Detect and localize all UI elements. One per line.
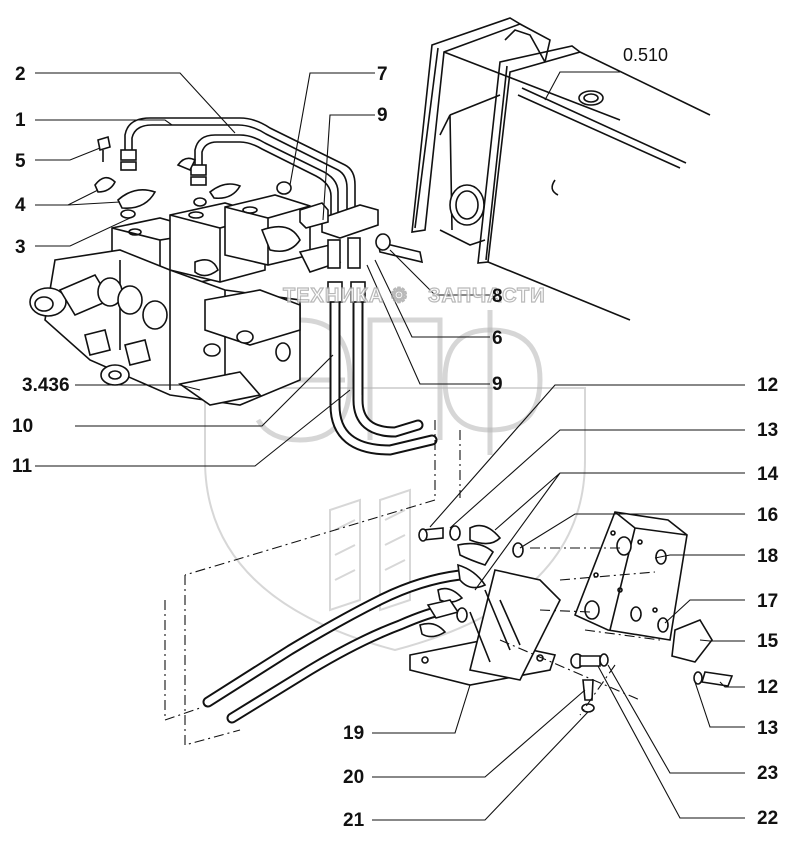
callout-10[interactable]: 10	[12, 416, 33, 437]
hoses-10-11	[164, 281, 461, 746]
callout-19[interactable]: 19	[343, 723, 364, 744]
callout-9-top[interactable]: 9	[377, 105, 388, 126]
callout-8[interactable]: 8	[492, 286, 503, 307]
callout-13-bottom[interactable]: 13	[757, 718, 778, 739]
callout-21[interactable]: 21	[343, 810, 365, 831]
callout-13-top[interactable]: 13	[757, 420, 778, 441]
callout-17[interactable]: 17	[757, 591, 778, 612]
callout-20[interactable]: 20	[343, 767, 364, 788]
frame-part-0510	[411, 17, 711, 321]
callout-7[interactable]: 7	[377, 64, 388, 85]
callout-2[interactable]: 2	[15, 64, 26, 85]
callout-ref-3436[interactable]: 3.436	[22, 375, 70, 396]
callout-5[interactable]: 5	[15, 151, 26, 172]
callout-15[interactable]: 15	[757, 631, 779, 652]
watermark-text-left: ТЕХНИКА	[283, 285, 384, 307]
callout-12-top[interactable]: 12	[757, 375, 778, 396]
watermark-gear-icon: ⚙	[390, 285, 409, 307]
callout-1[interactable]: 1	[15, 110, 26, 131]
callout-22[interactable]: 22	[757, 808, 778, 829]
callout-9-bottom[interactable]: 9	[492, 374, 503, 395]
callout-3[interactable]: 3	[15, 237, 26, 258]
callout-11[interactable]: 11	[12, 456, 33, 477]
small-parts	[418, 524, 734, 716]
callout-ref-0510[interactable]: 0.510	[623, 45, 668, 65]
callout-18[interactable]: 18	[757, 546, 778, 567]
lower-hoses	[202, 569, 466, 724]
watermark-text-right: ЗАПЧАСТИ	[428, 285, 546, 307]
callout-12-bottom[interactable]: 12	[757, 677, 778, 698]
callout-6[interactable]: 6	[492, 328, 503, 349]
callout-16[interactable]: 16	[757, 505, 778, 526]
steel-tubes	[94, 117, 424, 269]
callout-14[interactable]: 14	[757, 464, 779, 485]
callout-23[interactable]: 23	[757, 763, 778, 784]
hydraulic-distributor-3436	[29, 194, 342, 406]
callout-4[interactable]: 4	[15, 195, 26, 216]
leader-lines	[35, 71, 745, 821]
bracket-19	[409, 569, 561, 686]
valve-block-18	[573, 511, 688, 641]
